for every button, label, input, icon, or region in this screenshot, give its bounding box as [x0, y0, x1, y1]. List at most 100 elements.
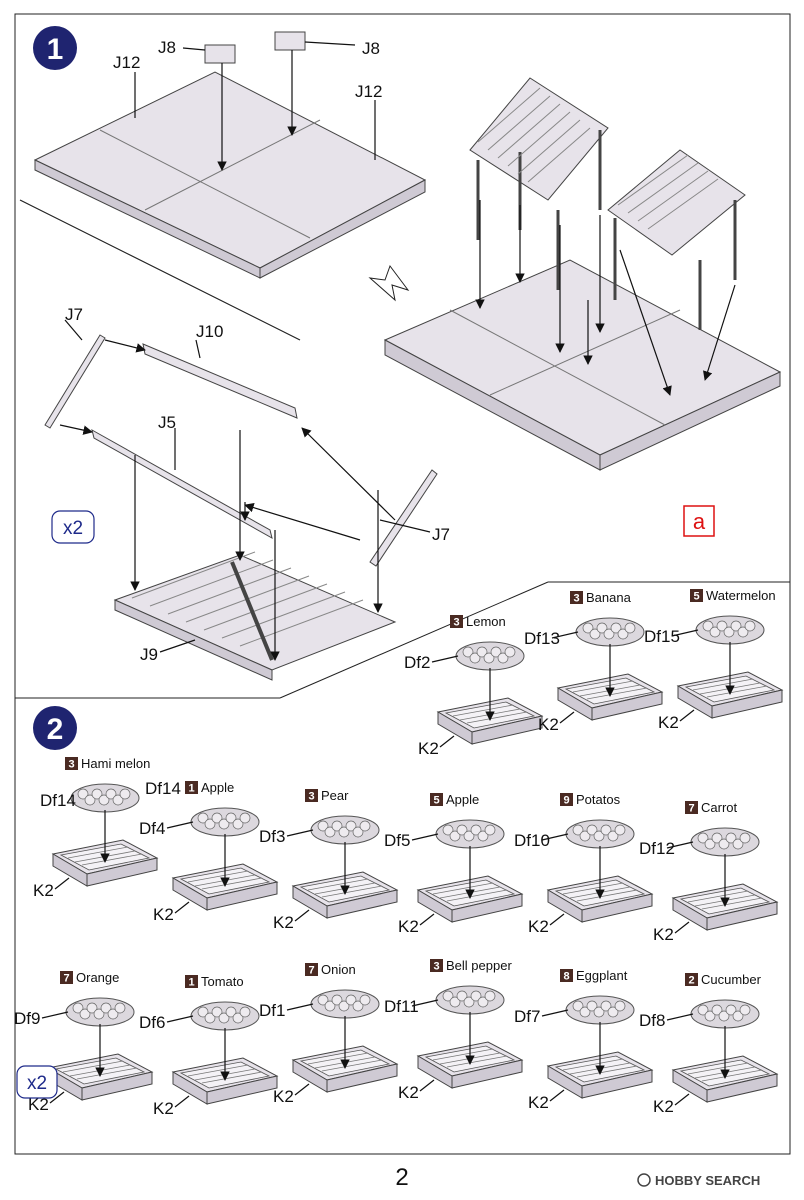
produce-piece — [449, 996, 461, 1008]
produce-piece — [600, 824, 612, 836]
part-label: Df15 — [644, 627, 680, 646]
crate-label: K2 — [273, 1087, 294, 1106]
produce-piece — [716, 620, 728, 632]
brand-name: HOBBY SEARCH — [655, 1173, 760, 1188]
direction-arrow-icon — [368, 264, 410, 302]
produce-piece — [456, 824, 468, 836]
multiplier-step1: x2 — [63, 518, 83, 539]
produce-piece — [345, 820, 357, 832]
crate-label: K2 — [418, 739, 439, 758]
base-plate-assembly — [33, 31, 427, 279]
item-name: Watermelon — [706, 588, 776, 603]
label-j8-left: J8 — [158, 38, 176, 57]
brand-logo-icon — [637, 1173, 651, 1187]
roof-frame-assembly — [44, 334, 438, 681]
label-j5: J5 — [158, 413, 176, 432]
frame-arrows — [59, 339, 396, 661]
produce-piece — [607, 1006, 619, 1018]
produce-piece — [105, 788, 117, 800]
part-label: Df3 — [259, 827, 285, 846]
part-label: Df12 — [639, 839, 675, 858]
crate-label: K2 — [273, 913, 294, 932]
produce-piece — [589, 628, 601, 640]
produce-piece — [476, 646, 488, 658]
quantity-tag — [65, 757, 78, 770]
produce-piece — [600, 1000, 612, 1012]
label-j9: J9 — [140, 645, 158, 664]
produce-piece — [732, 838, 744, 850]
produce-piece — [582, 622, 594, 634]
produce-piece — [197, 812, 209, 824]
item-name: Bell pepper — [446, 958, 512, 973]
produce-piece — [470, 824, 482, 836]
multiplier-badge-step1 — [51, 510, 95, 544]
produce-piece — [614, 824, 626, 836]
produce-piece — [603, 628, 615, 640]
produce-piece — [79, 1008, 91, 1020]
quantity-number: 8 — [563, 971, 569, 983]
produce-piece — [442, 990, 454, 1002]
produce-piece — [718, 838, 730, 850]
label-j12-right: J12 — [355, 82, 382, 101]
item-name: Onion — [321, 962, 356, 977]
produce-piece — [739, 1004, 751, 1016]
produce-piece — [204, 1012, 216, 1024]
crate-label: K2 — [398, 917, 419, 936]
quantity-number: 3 — [573, 593, 579, 605]
produce-piece — [119, 788, 131, 800]
produce-piece — [709, 626, 721, 638]
produce-piece — [586, 1000, 598, 1012]
produce-piece — [442, 824, 454, 836]
quantity-tag — [430, 793, 443, 806]
label-j10: J10 — [196, 322, 223, 341]
produce-piece — [77, 788, 89, 800]
part-label: Df6 — [139, 1013, 165, 1032]
produce-piece — [469, 652, 481, 664]
produce-piece — [239, 1006, 251, 1018]
produce-piece — [352, 1000, 364, 1012]
produce-piece — [107, 1008, 119, 1020]
item-name: Lemon — [466, 614, 506, 629]
part-label: Df14 — [145, 779, 181, 798]
quantity-tag — [450, 615, 463, 628]
produce-piece — [586, 824, 598, 836]
item-name: Pear — [321, 788, 349, 803]
produce-piece — [218, 818, 230, 830]
produce-piece — [91, 788, 103, 800]
produce-piece — [112, 794, 124, 806]
produce-piece — [225, 1006, 237, 1018]
produce-piece — [725, 1004, 737, 1016]
item-name: Banana — [586, 590, 632, 605]
part-label: Df7 — [514, 1007, 540, 1026]
item-name: Apple — [201, 780, 234, 795]
quantity-tag — [305, 963, 318, 976]
produce-piece — [704, 838, 716, 850]
produce-piece — [359, 820, 371, 832]
produce-piece — [232, 1012, 244, 1024]
crate-label: K2 — [28, 1095, 49, 1114]
produce-piece — [711, 832, 723, 844]
quantity-number: 7 — [63, 973, 69, 985]
produce-piece — [572, 1000, 584, 1012]
produce-piece — [86, 1002, 98, 1014]
produce-piece — [702, 620, 714, 632]
quantity-tag — [305, 789, 318, 802]
stall-base-assembly — [383, 77, 782, 471]
part-label: Df10 — [514, 831, 550, 850]
quantity-tag — [685, 801, 698, 814]
produce-piece — [572, 824, 584, 836]
stall-arrows — [475, 200, 736, 396]
produce-piece — [324, 1000, 336, 1012]
item-name: Eggplant — [576, 968, 628, 983]
quantity-tag — [685, 973, 698, 986]
label-j7-right: J7 — [432, 525, 450, 544]
page-frame — [14, 13, 791, 1155]
produce-piece — [617, 628, 629, 640]
j8-left-part — [204, 44, 236, 64]
